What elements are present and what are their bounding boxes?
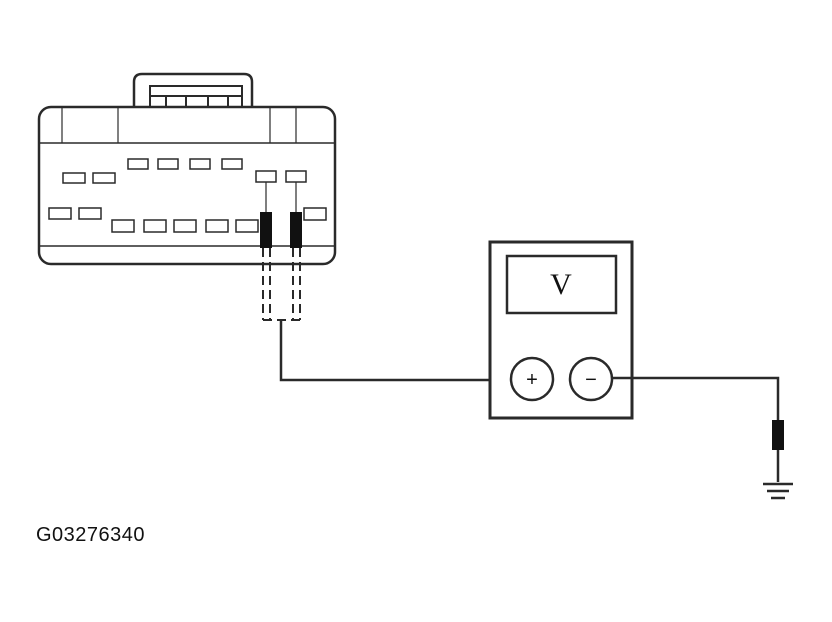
voltmeter: V + − [488, 240, 634, 420]
probe-tip-right [290, 212, 302, 248]
probe-tips [260, 212, 302, 248]
ground-probe-tip [772, 420, 784, 450]
negative-wire [612, 376, 780, 420]
voltmeter-display [505, 254, 618, 315]
positive-terminal [509, 356, 555, 402]
negative-terminal-label: − [585, 369, 597, 391]
ground-icon [763, 482, 793, 500]
positive-terminal-label: + [526, 369, 538, 391]
voltmeter-display-text: V [550, 268, 572, 301]
figure-id-label: G03276340 [36, 524, 146, 546]
positive-wire [279, 320, 511, 382]
probe-tip-left [260, 212, 272, 248]
connector-cavities [48, 158, 327, 233]
